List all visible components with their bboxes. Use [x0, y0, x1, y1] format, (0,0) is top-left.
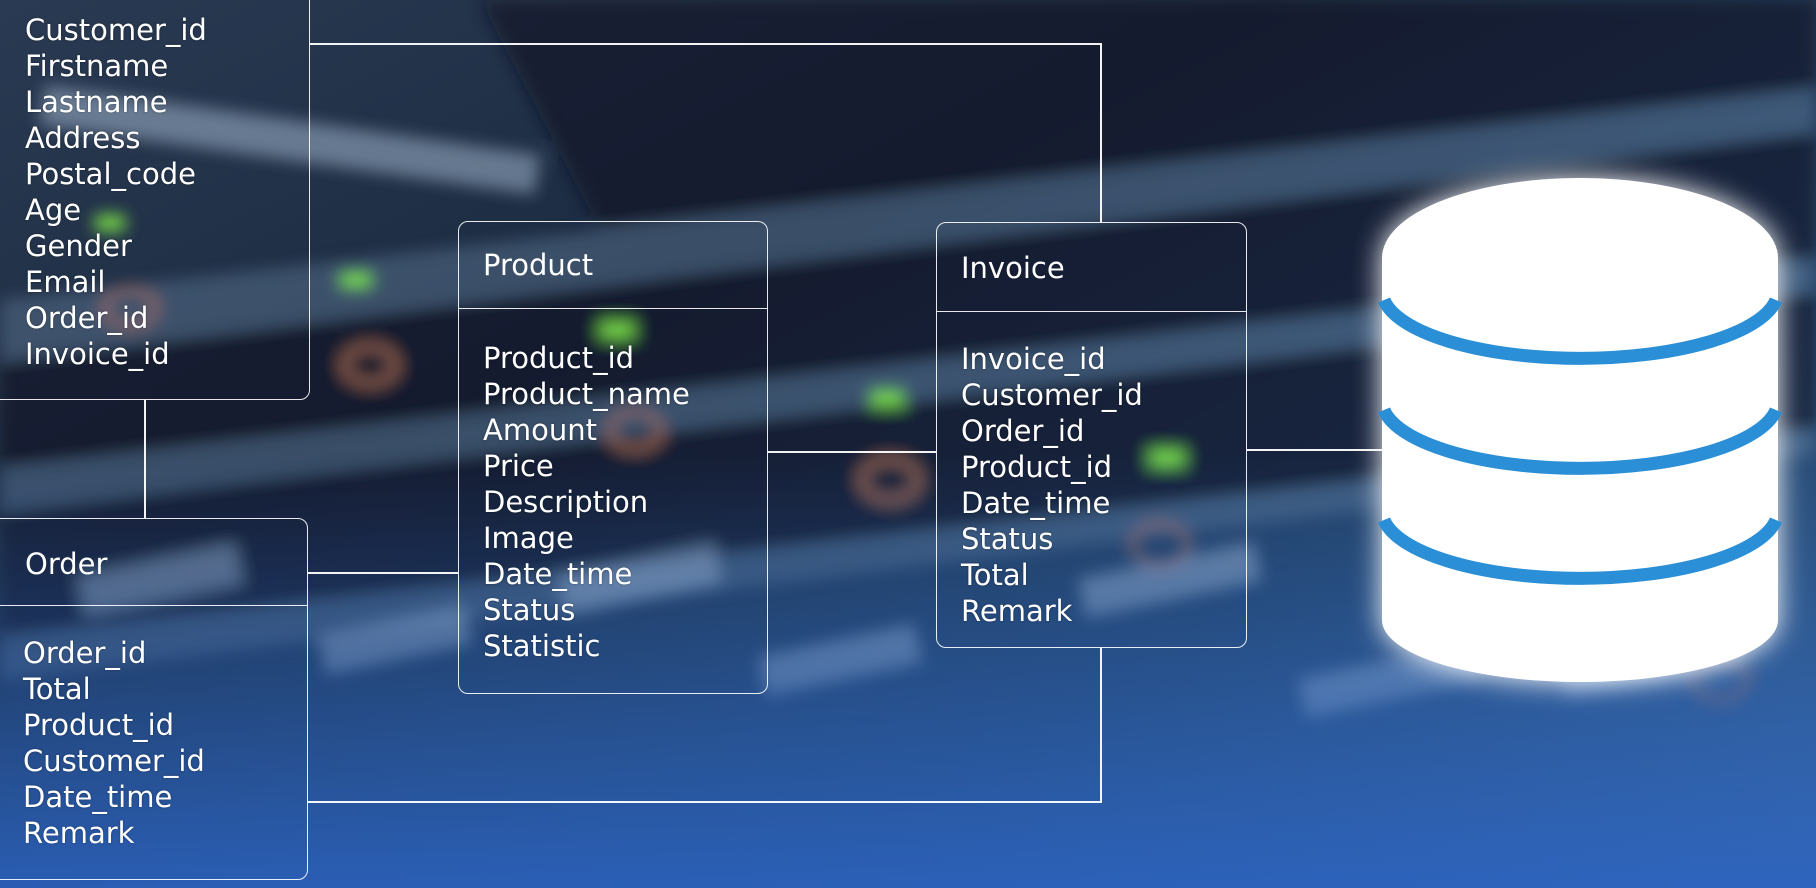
customer-field-list: Customer_id Firstname Lastname Address P… [25, 12, 207, 372]
product-table-title: Product [483, 248, 594, 282]
customer-field: Firstname [25, 49, 169, 83]
product-field-list: Product_id Product_name Amount Price Des… [483, 340, 690, 664]
customer-field: Invoice_id [25, 337, 170, 371]
invoice-field: Remark [961, 594, 1073, 628]
order-table-header: Order [0, 519, 307, 606]
order-table-title: Order [25, 547, 108, 581]
order-field: Product_id [23, 708, 175, 742]
product-table: Product Product_id Product_name Amount P… [458, 221, 768, 694]
invoice-table-title: Invoice [961, 251, 1065, 285]
customer-table: Customer_id Firstname Lastname Address P… [0, 0, 310, 400]
product-field: Description [483, 485, 649, 519]
customer-field: Postal_code [25, 157, 196, 191]
product-field: Product_id [483, 341, 635, 375]
order-field: Total [23, 672, 91, 706]
invoice-field: Invoice_id [961, 342, 1106, 376]
customer-field: Order_id [25, 301, 149, 335]
order-field: Remark [23, 816, 135, 850]
product-field: Product_name [483, 377, 690, 411]
customer-field: Email [25, 265, 106, 299]
invoice-table: Invoice Invoice_id Customer_id Order_id … [936, 222, 1247, 648]
invoice-field-list: Invoice_id Customer_id Order_id Product_… [961, 341, 1143, 629]
product-field: Date_time [483, 557, 633, 591]
order-field: Customer_id [23, 744, 205, 778]
product-field: Amount [483, 413, 597, 447]
customer-field: Lastname [25, 85, 168, 119]
invoice-table-header: Invoice [937, 223, 1246, 312]
product-field: Status [483, 593, 576, 627]
order-field: Order_id [23, 636, 147, 670]
invoice-field: Order_id [961, 414, 1085, 448]
order-table: Order Order_id Total Product_id Customer… [0, 518, 308, 880]
customer-field: Customer_id [25, 13, 207, 47]
invoice-field: Product_id [961, 450, 1113, 484]
customer-field: Address [25, 121, 141, 155]
customer-field: Gender [25, 229, 132, 263]
product-table-header: Product [459, 222, 767, 309]
invoice-field: Total [961, 558, 1029, 592]
order-field-list: Order_id Total Product_id Customer_id Da… [23, 635, 205, 851]
product-field: Image [483, 521, 574, 555]
order-field: Date_time [23, 780, 173, 814]
invoice-field: Date_time [961, 486, 1111, 520]
invoice-field: Status [961, 522, 1054, 556]
product-field: Statistic [483, 629, 601, 663]
invoice-field: Customer_id [961, 378, 1143, 412]
customer-field: Age [25, 193, 82, 227]
product-field: Price [483, 449, 554, 483]
